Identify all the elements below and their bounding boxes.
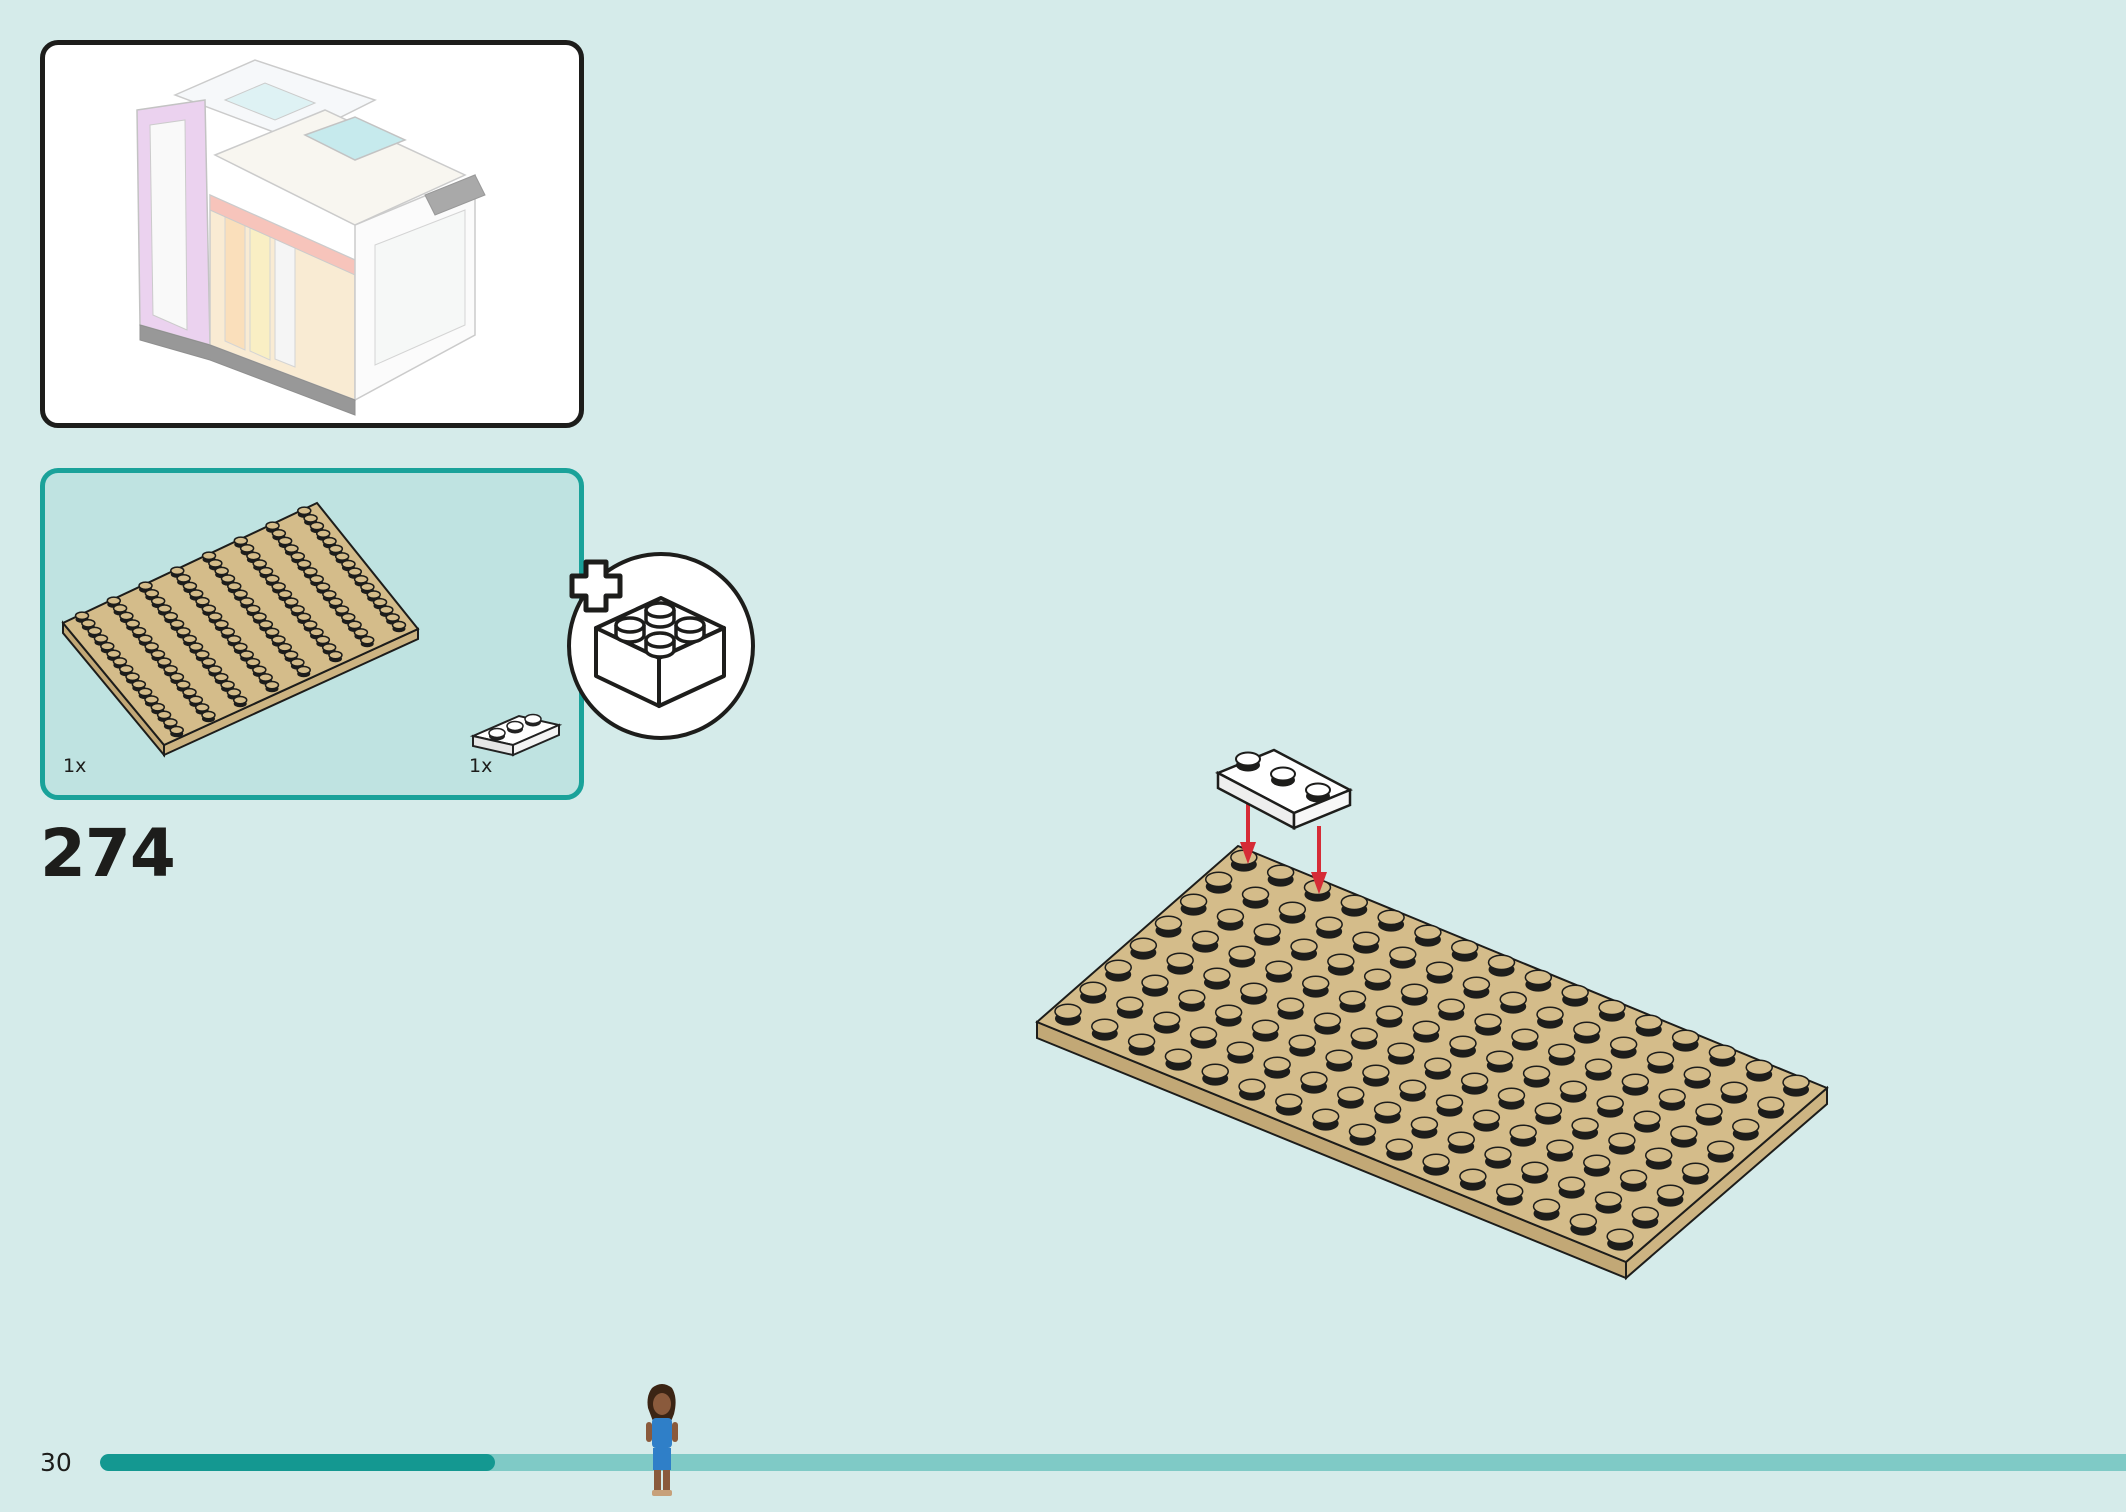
step-number: 274 xyxy=(40,815,176,892)
progress-bar xyxy=(100,1454,2126,1471)
model-overview-panel xyxy=(40,40,584,428)
placement-arrows xyxy=(1240,796,1327,894)
minifigure-icon xyxy=(646,1384,678,1496)
baseplate-part-drawing xyxy=(61,501,420,758)
baseplate-quantity: 1x xyxy=(63,755,87,777)
model-overview-illustration xyxy=(136,59,486,416)
parts-list-panel: 1x 1x xyxy=(40,468,584,800)
plate-quantity: 1x xyxy=(469,755,493,777)
tan-baseplate-part xyxy=(61,501,420,758)
plus-brick-icon xyxy=(567,552,755,740)
progress-fill xyxy=(100,1454,496,1471)
white-plate-part xyxy=(469,713,563,757)
page-number: 30 xyxy=(40,1448,72,1477)
